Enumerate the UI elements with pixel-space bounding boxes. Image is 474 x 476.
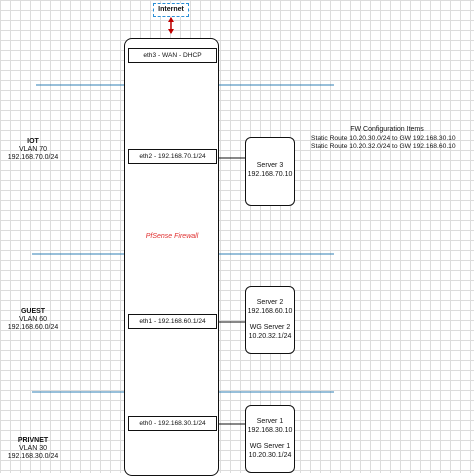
server-ip: 192.168.60.10: [247, 308, 293, 315]
network-subnet: 192.168.70.0/24: [7, 154, 59, 161]
server1-box: Server 1 192.168.30.10 WG Server 1 10.20…: [245, 405, 295, 473]
server-ip: 192.168.30.10: [247, 427, 293, 434]
network-vlan: VLAN 70: [18, 146, 48, 153]
port-eth1: eth1 - 192.168.60.1/24: [128, 314, 217, 329]
server2-box: Server 2 192.168.60.10 WG Server 2 10.20…: [245, 286, 295, 354]
firewall-box: [124, 38, 219, 476]
firewall-label: PfSense Firewall: [145, 233, 199, 240]
server3-box: Server 3 192.168.70.10: [245, 137, 295, 206]
arrow-up-icon: [168, 17, 174, 22]
wg-server-name: WG Server 2: [249, 324, 291, 331]
wg-server-ip: 10.20.32.1/24: [248, 333, 292, 340]
fw-config-title: FW Configuration Items: [350, 126, 424, 133]
internet-node: Internet: [153, 3, 189, 17]
network-vlan: VLAN 30: [18, 445, 48, 452]
network-subnet: 192.168.30.0/24: [7, 453, 59, 460]
server-ip: 192.168.70.10: [247, 171, 293, 178]
network-name: IOT: [27, 138, 39, 145]
network-vlan: VLAN 60: [18, 316, 48, 323]
fw-config-route: Static Route 10.20.32.0/24 to GW 192.168…: [311, 143, 456, 150]
port-eth3: eth3 - WAN - DHCP: [128, 48, 217, 63]
network-subnet: 192.168.60.0/24: [7, 324, 59, 331]
wg-server-ip: 10.20.30.1/24: [248, 452, 292, 459]
server-name: Server 2: [256, 299, 284, 306]
network-name: PRIVNET: [17, 437, 49, 444]
server-name: Server 3: [256, 162, 284, 169]
wg-server-name: WG Server 1: [249, 443, 291, 450]
server-name: Server 1: [256, 418, 284, 425]
arrow-down-icon: [168, 29, 174, 34]
fw-config-route: Static Route 10.20.30.0/24 to GW 192.168…: [311, 135, 456, 142]
port-eth0: eth0 - 192.168.30.1/24: [128, 416, 217, 431]
port-eth2: eth2 - 192.168.70.1/24: [128, 149, 217, 164]
network-name: GUEST: [20, 308, 46, 315]
